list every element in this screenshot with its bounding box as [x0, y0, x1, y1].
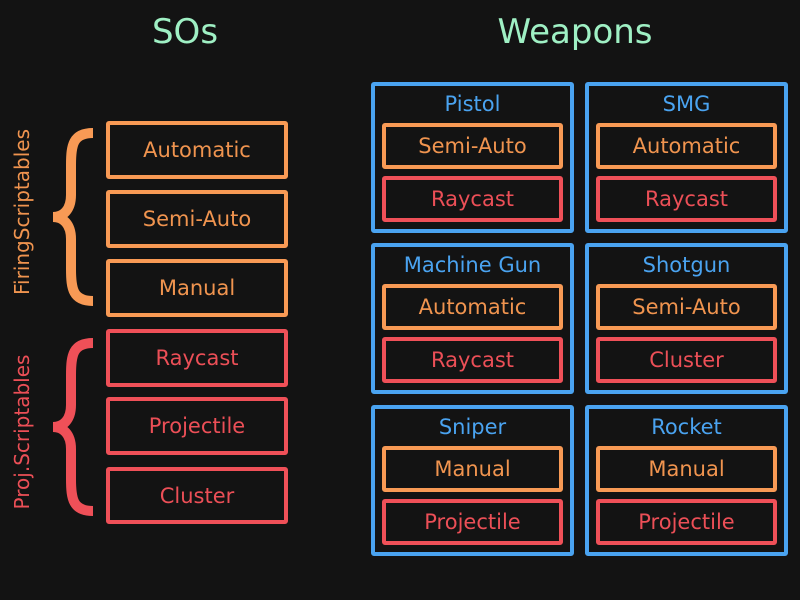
- weapon-firing-label: Semi-Auto: [632, 295, 741, 319]
- proj-brace-icon: [52, 338, 94, 516]
- weapon-firing-slot: Automatic: [382, 284, 563, 330]
- weapon-firing-label: Semi-Auto: [418, 134, 527, 158]
- weapon-name: Sniper: [438, 415, 507, 439]
- weapon-firing-slot: Manual: [596, 446, 777, 492]
- weapon-firing-label: Manual: [648, 457, 725, 481]
- weapon-proj-label: Cluster: [649, 348, 724, 372]
- weapon-firing-slot: Manual: [382, 446, 563, 492]
- weapons-title: Weapons: [497, 12, 653, 52]
- weapon-name: Rocket: [651, 415, 722, 439]
- weapon-firing-slot: Semi-Auto: [382, 123, 563, 169]
- so-label: Raycast: [155, 346, 239, 370]
- weapon-firing-label: Manual: [434, 457, 511, 481]
- weapon-firing-label: Automatic: [418, 295, 527, 319]
- weapon-name: Pistol: [444, 92, 501, 116]
- sos-title: SOs: [151, 12, 219, 52]
- so-manual: Manual: [106, 259, 288, 317]
- weapon-proj-label: Projectile: [424, 510, 521, 534]
- so-label: Projectile: [148, 414, 246, 438]
- so-label: Semi-Auto: [142, 207, 252, 231]
- so-label: Cluster: [159, 483, 235, 508]
- weapon-proj-slot: Projectile: [382, 499, 563, 545]
- weapon-firing-label: Automatic: [632, 134, 741, 158]
- weapon-proj-slot: Cluster: [596, 337, 777, 383]
- weapon-proj-label: Projectile: [638, 510, 735, 534]
- weapon-name: SMG: [662, 92, 711, 116]
- weapon-firing-slot: Semi-Auto: [596, 284, 777, 330]
- weapon-firing-slot: Automatic: [596, 123, 777, 169]
- weapon-proj-slot: Raycast: [382, 337, 563, 383]
- firing-group-label: FiringScriptables: [10, 129, 34, 295]
- weapon-proj-slot: Raycast: [596, 176, 777, 222]
- weapon-name: Machine Gun: [403, 253, 542, 277]
- weapon-proj-label: Raycast: [644, 187, 728, 211]
- so-automatic: Automatic: [106, 121, 288, 179]
- so-raycast: Raycast: [106, 329, 288, 387]
- weapon-proj-label: Raycast: [430, 187, 514, 211]
- proj-group-label: Proj.Scriptables: [10, 354, 34, 510]
- weapon-proj-slot: Projectile: [596, 499, 777, 545]
- weapon-proj-slot: Raycast: [382, 176, 563, 222]
- so-label: Automatic: [143, 138, 251, 162]
- so-cluster: Cluster: [106, 467, 288, 524]
- weapon-proj-label: Raycast: [430, 348, 514, 372]
- firing-brace-icon: [52, 128, 94, 306]
- so-semi-auto: Semi-Auto: [106, 190, 288, 248]
- weapon-name: Shotgun: [642, 253, 731, 277]
- so-label: Manual: [158, 276, 236, 300]
- so-projectile: Projectile: [106, 397, 288, 455]
